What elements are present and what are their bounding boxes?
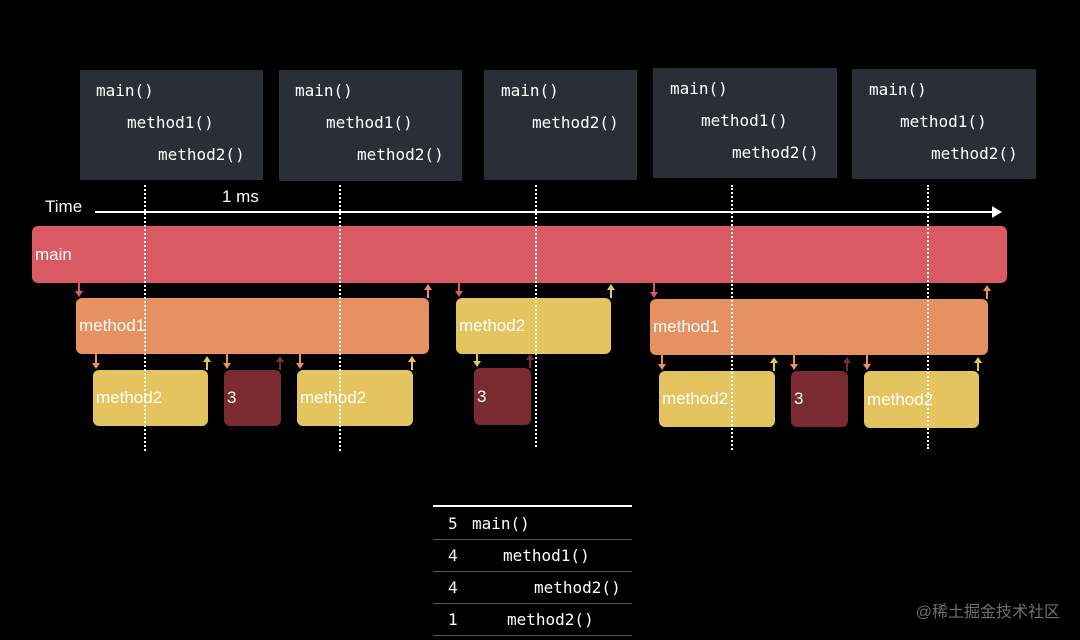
stack-sample-1: main() method1() method2() [80,70,263,180]
time-axis-label: Time [45,197,83,216]
call-arrow [75,283,83,297]
call-arrow [658,355,666,370]
return-arrow [974,357,982,371]
table-row: 4 method1() [433,539,632,572]
bar-method2: method2 [93,370,208,426]
stack-sample-2: main() method1() method2() [279,70,462,181]
function-name: method1() [503,546,590,565]
stack-frame: method2() [931,144,1018,163]
stack-sample-5: main() method1() method2() [852,69,1036,179]
return-arrow [276,356,284,370]
function-name: method2() [507,610,594,629]
stack-frame: main() [869,80,927,99]
table-top-rule [433,505,632,507]
stack-frame: method1() [326,113,413,132]
stack-sample-3: main() method2() [484,70,637,180]
bar-method1: method1 [650,299,988,355]
stack-frame: method1() [127,113,214,132]
stack-frame: main() [295,81,353,100]
time-arrow [95,211,993,213]
stack-frame: method2() [357,145,444,164]
bar-main: main [32,226,1007,283]
stack-sample-4: main() method1() method2() [653,68,837,178]
watermark: @稀土掘金技术社区 [915,604,1060,621]
return-arrow [424,284,432,298]
bar-method2: method2 [297,370,413,426]
stack-frame: main() [501,81,559,100]
sample-line [339,185,341,451]
table-row: 1 method2() [433,603,632,636]
return-arrow [203,356,211,370]
sample-count: 1 [448,610,458,629]
call-arrow [790,355,798,370]
function-name: main() [472,514,530,533]
call-arrow [455,283,463,297]
sample-line [144,185,146,451]
call-arrow [473,354,481,367]
time-arrow-head [992,206,1002,218]
bar-method1: method1 [76,298,429,354]
bar-other-3: 3 [474,368,531,425]
return-arrow [607,284,615,298]
sample-count: 4 [448,578,458,597]
stack-frame: method1() [900,112,987,131]
stack-frame: method1() [701,111,788,130]
function-name: method2() [534,578,621,597]
stack-frame: method2() [158,145,245,164]
stack-frame: method2() [532,113,619,132]
sample-line [535,185,537,447]
sample-count: 4 [448,546,458,565]
stack-frame: main() [670,79,728,98]
stack-frame: method2() [732,143,819,162]
sample-line [731,185,733,450]
bar-method2: method2 [864,371,979,428]
bar-other-3: 3 [224,370,281,426]
stack-frame: main() [96,81,154,100]
return-arrow [526,354,534,368]
table-row: 4 method2() [433,571,632,604]
time-scale-label: 1 ms [222,187,259,206]
table-row: 5 main() [433,507,632,540]
sample-count: 5 [448,514,458,533]
call-arrow [223,354,231,369]
call-arrow [296,354,304,369]
bar-other-3: 3 [791,371,848,427]
call-arrow [650,283,658,298]
call-arrow [92,354,100,369]
bar-method2: method2 [659,371,775,427]
call-arrow [863,355,871,370]
return-arrow [843,357,851,371]
return-arrow [983,285,991,299]
return-arrow [408,356,416,370]
bar-method2: method2 [456,298,611,354]
return-arrow [770,357,778,371]
sample-line [927,185,929,449]
